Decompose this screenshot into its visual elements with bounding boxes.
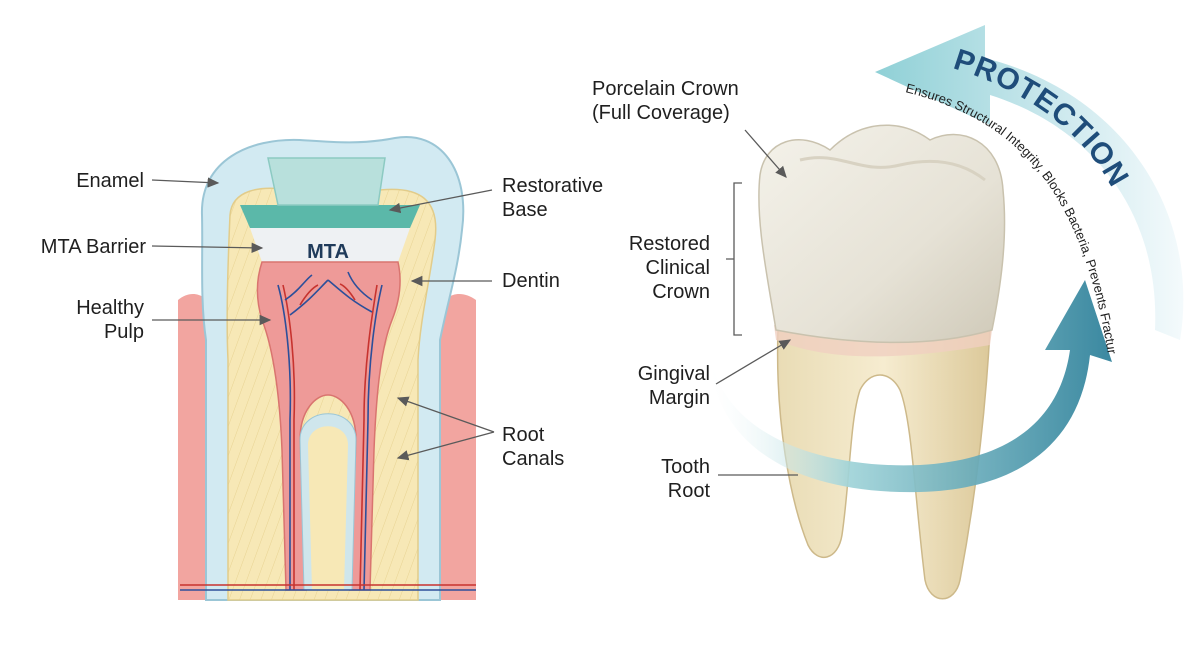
label-restorative-base: Restorative Base	[502, 174, 603, 222]
label-root-canals-line1: Root	[502, 424, 545, 446]
tooth-cross-section: MTA	[178, 135, 476, 601]
label-restorative-base-line1: Restorative	[502, 175, 604, 197]
label-mta-barrier: MTA Barrier	[40, 236, 146, 258]
pulp-vessels	[180, 271, 476, 591]
gingival-margin-band	[774, 325, 992, 357]
label-tooth-root: Tooth Root	[600, 455, 710, 503]
label-root-canals-line2: Canals	[502, 448, 565, 470]
porcelain-crown-shape	[758, 124, 1006, 344]
interradicular-dentin	[308, 426, 348, 590]
label-porcelain-crown: Porcelain Crown (Full Coverage)	[592, 77, 739, 125]
label-porcelain-crown-line1: Porcelain Crown	[592, 78, 739, 100]
label-root-canals: Root Canals	[502, 423, 564, 471]
label-restored-line1: Restored	[628, 233, 710, 255]
label-tooth-root-line1: Tooth	[661, 456, 710, 478]
label-porcelain-crown-line2: (Full Coverage)	[592, 102, 730, 124]
label-dentin: Dentin	[502, 270, 560, 292]
right-leader-lines	[715, 129, 798, 476]
gum-right	[438, 294, 476, 600]
label-healthy-pulp: Healthy Pulp	[40, 296, 144, 344]
tooth-root-shape	[776, 329, 991, 600]
label-gingival-line2: Margin	[648, 387, 710, 409]
label-gingival-margin: Gingival Margin	[600, 362, 710, 410]
label-enamel: Enamel	[76, 170, 144, 192]
label-restored-line3: Crown	[652, 281, 710, 303]
crown-filling	[267, 157, 386, 206]
mta-text: MTA	[307, 241, 349, 263]
left-leader-lines	[151, 177, 495, 461]
label-tooth-root-line2: Root	[667, 480, 710, 502]
label-healthy-pulp-line1: Healthy	[76, 297, 144, 319]
restorative-base-layer	[240, 205, 420, 228]
label-restored-clinical-crown: Restored Clinical Crown	[600, 232, 710, 304]
label-restored-line2: Clinical	[645, 257, 710, 279]
label-restorative-base-line2: Base	[502, 199, 548, 221]
clinical-crown-bracket	[726, 182, 742, 336]
pulp-chamber	[256, 261, 401, 591]
mta-barrier-layer	[250, 228, 410, 262]
molar-crown-illustration	[758, 124, 1006, 600]
protection-arrow-top	[875, 25, 1184, 340]
crown-cusp-shading	[799, 156, 986, 182]
label-gingival-line1: Gingival	[637, 363, 710, 385]
label-healthy-pulp-line2: Pulp	[103, 321, 144, 343]
